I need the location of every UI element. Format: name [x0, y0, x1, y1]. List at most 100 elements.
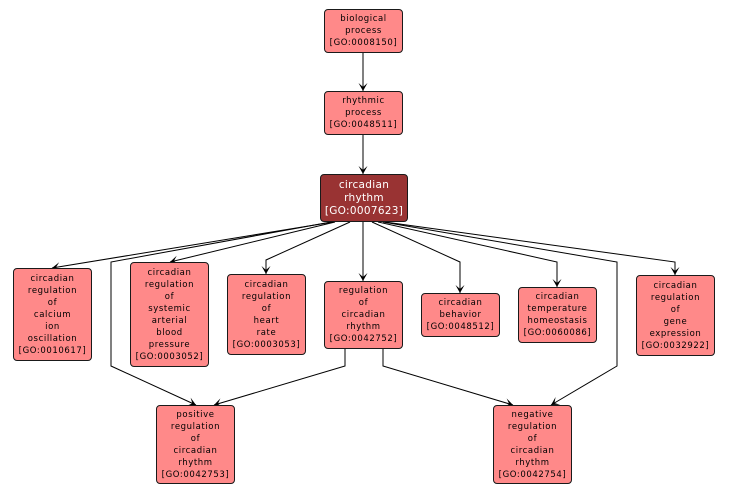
go-term-label-line: rhythm — [515, 457, 550, 468]
arrowhead-icon — [551, 397, 561, 405]
go-term-label-line: of — [261, 303, 272, 314]
go-term-label-line: of — [47, 297, 58, 308]
go-term-label-line: of — [358, 298, 369, 308]
go-term-id: [GO:0003053] — [232, 339, 301, 350]
go-term-label-line: of — [670, 304, 681, 315]
go-term-label-line: circadian — [30, 273, 75, 284]
go-term-label-line: circadian — [510, 445, 555, 456]
go-term-label-line: process — [345, 108, 382, 118]
go-term-label-line: gene — [663, 316, 688, 327]
edge-go-0048511-to-go-0007623 — [358, 135, 368, 174]
go-term-node-go-0048511[interactable]: rhythmic process [GO:0048511] — [324, 91, 403, 135]
go-term-id: [GO:0008150] — [329, 38, 398, 48]
edge-line — [384, 221, 676, 275]
go-term-node-go-0008150[interactable]: biological process [GO:0008150] — [324, 9, 403, 53]
arrowhead-icon — [358, 273, 368, 281]
go-term-label-line: rate — [256, 327, 277, 338]
edge-go-0007623-to-go-0048512 — [371, 221, 465, 293]
go-term-label-line: pressure — [148, 339, 191, 350]
edge-go-0007623-to-go-0060086 — [377, 221, 562, 287]
go-term-id: [GO:0032922] — [641, 340, 710, 351]
go-term-label-line: regulation — [27, 285, 78, 296]
edge-go-0008150-to-go-0048511 — [358, 53, 368, 91]
go-term-id: [GO:0042754] — [498, 469, 567, 480]
go-term-id: [GO:0048511] — [329, 120, 398, 130]
go-term-label-line: regulation — [338, 286, 389, 296]
go-term-label-line: of — [190, 433, 201, 444]
arrowhead-icon — [214, 398, 223, 408]
edge-line — [169, 221, 336, 263]
go-term-label-line: ion — [45, 321, 60, 332]
arrowhead-icon — [358, 166, 368, 174]
edge-go-0007623-to-go-0042752 — [358, 222, 368, 281]
edge-go-0007623-to-go-0042753 — [110, 221, 332, 406]
edge-line — [377, 221, 558, 287]
edge-line — [213, 349, 346, 406]
go-term-label-line: circadian — [438, 298, 483, 308]
arrowhead-icon — [670, 267, 680, 275]
arrowhead-icon — [358, 83, 368, 91]
go-term-label-line: regulation — [170, 421, 221, 432]
go-term-label-line: behavior — [439, 310, 482, 320]
go-term-label-line: heart — [253, 315, 280, 326]
edge-line — [371, 221, 461, 293]
edge-go-0042752-to-go-0042753 — [213, 349, 346, 408]
go-term-label-line: rhythmic — [342, 96, 385, 106]
go-term-label-line: negative — [511, 409, 554, 420]
edge-line — [110, 221, 332, 406]
go-term-label-line: regulation — [144, 279, 195, 290]
go-term-label-line: rhythm — [346, 322, 381, 332]
go-term-id: [GO:0010617] — [18, 345, 87, 356]
go-term-label-line: circadian — [147, 267, 192, 278]
go-term-id: [GO:0003052] — [135, 351, 204, 362]
go-term-id: [GO:0042752] — [329, 334, 398, 344]
edge-go-0007623-to-go-0032922 — [384, 221, 680, 275]
go-term-label-line: circadian — [535, 292, 580, 302]
go-term-id: [GO:0007623] — [324, 204, 404, 217]
edge-go-0042752-to-go-0042754 — [382, 349, 514, 408]
edge-go-0007623-to-go-0003052 — [169, 221, 336, 265]
go-term-label-line: process — [345, 26, 382, 36]
arrowhead-icon — [455, 285, 465, 293]
go-term-id: [GO:0048512] — [426, 322, 495, 332]
go-term-label-line: positive — [176, 409, 215, 420]
go-term-node-go-0048512[interactable]: circadian behavior [GO:0048512] — [421, 293, 500, 337]
go-term-label-line: biological — [340, 14, 387, 24]
go-term-label-line: circadian — [173, 445, 218, 456]
arrowhead-icon — [552, 279, 562, 287]
go-term-label-line: rhythm — [344, 191, 384, 204]
edge-line — [382, 221, 618, 406]
go-term-label-line: calcium — [33, 309, 72, 320]
go-term-label-line: regulation — [650, 292, 701, 303]
edge-line — [382, 349, 514, 406]
arrowhead-icon — [261, 266, 271, 274]
go-term-label-line: homeostasis — [527, 316, 588, 326]
edge-go-0007623-to-go-0003053 — [261, 221, 351, 274]
go-term-label-line: circadian — [338, 178, 390, 191]
go-term-label-line: oscillation — [27, 333, 78, 344]
go-term-label-line: systemic — [148, 303, 191, 314]
go-term-id: [GO:0042753] — [161, 469, 230, 480]
go-term-label-line: blood — [156, 327, 183, 338]
go-term-label-line: circadian — [653, 280, 698, 291]
arrowhead-icon — [504, 398, 513, 408]
edge-go-0007623-to-go-0042754 — [382, 221, 618, 406]
go-term-id: [GO:0060086] — [523, 328, 592, 338]
go-term-label-line: circadian — [244, 279, 289, 290]
edge-line — [265, 221, 351, 274]
go-term-label-line: of — [164, 291, 175, 302]
go-term-label-line: regulation — [507, 421, 558, 432]
go-term-label-line: rhythm — [178, 457, 213, 468]
go-term-label-line: arterial — [151, 315, 188, 326]
